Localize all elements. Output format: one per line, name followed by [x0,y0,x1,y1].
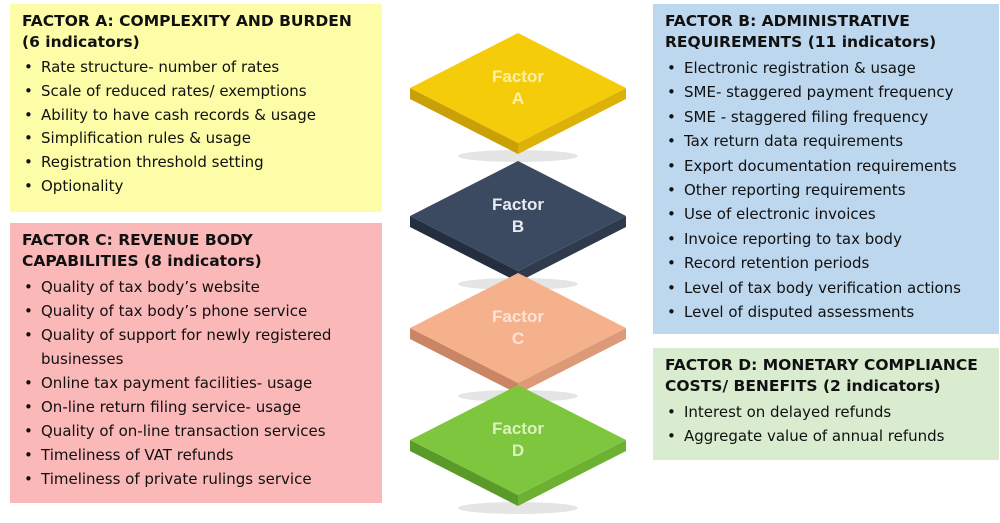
list-item: Aggregate value of annual refunds [665,424,989,449]
factor-a-box: FACTOR A: COMPLEXITY AND BURDEN (6 indic… [10,4,382,212]
factor-c-list: Quality of tax body’s website Quality of… [22,275,372,491]
layer-shadow [458,150,578,162]
factor-b-box: FACTOR B: ADMINISTRATIVE REQUIREMENTS (1… [653,4,999,334]
layer-side-left [410,88,518,154]
list-item: Ability to have cash records & usage [22,104,372,128]
layer-label: Factor [492,419,544,438]
list-item: On-line return filing service- usage [22,395,372,419]
list-item: Rate structure- number of rates [22,56,372,80]
layer-side-left [410,328,518,394]
layer-shadow [458,502,578,514]
list-item: Registration threshold setting [22,151,372,175]
layer-label: Factor [492,307,544,326]
list-item: Scale of reduced rates/ exemptions [22,80,372,104]
layer-top-face [410,385,626,495]
factor-b-list: Electronic registration & usage SME- sta… [665,56,989,325]
list-item: Online tax payment facilities- usage [22,371,372,395]
factor-c-title: FACTOR C: REVENUE BODY CAPABILITIES (8 i… [22,231,262,270]
list-item: Other reporting requirements [665,178,989,203]
factor-c-box: FACTOR C: REVENUE BODY CAPABILITIES (8 i… [10,223,382,503]
list-item: Export documentation requirements [665,154,989,179]
factor-b-title: FACTOR B: ADMINISTRATIVE REQUIREMENTS (1… [665,12,937,51]
list-item: Use of electronic invoices [665,202,989,227]
layer-top-face [410,161,626,271]
list-item: Electronic registration & usage [665,56,989,81]
list-item: Timeliness of private rulings service [22,467,372,491]
list-item: Quality of support for newly registered … [22,323,372,371]
list-item: Invoice reporting to tax body [665,227,989,252]
layer-letter: C [512,329,524,348]
layer-top-face [410,273,626,383]
list-item: Quality of on-line transaction services [22,419,372,443]
layer-side-right [518,216,626,282]
list-item: SME - staggered filing frequency [665,105,989,130]
list-item: Level of disputed assessments [665,300,989,325]
list-item: Timeliness of VAT refunds [22,443,372,467]
list-item: Simplification rules & usage [22,127,372,151]
layer-side-right [518,328,626,394]
layer-letter: A [512,89,524,108]
factor-d-title: FACTOR D: MONETARY COMPLIANCE COSTS/ BEN… [665,356,978,395]
layer-letter: D [512,441,524,460]
layer-side-left [410,440,518,506]
layer-letter: B [512,217,524,236]
list-item: SME- staggered payment frequency [665,80,989,105]
layer-label: Factor [492,67,544,86]
layer-side-right [518,88,626,154]
factor-a-title: FACTOR A: COMPLEXITY AND BURDEN (6 indic… [22,12,352,51]
layer-top-face [410,33,626,143]
list-item: Interest on delayed refunds [665,400,989,425]
factor-d-list: Interest on delayed refunds Aggregate va… [665,400,989,449]
factor-d-box: FACTOR D: MONETARY COMPLIANCE COSTS/ BEN… [653,348,999,460]
list-item: Optionality [22,175,372,199]
list-item: Record retention periods [665,251,989,276]
layer-side-right [518,440,626,506]
layer-side-left [410,216,518,282]
layer-label: Factor [492,195,544,214]
list-item: Tax return data requirements [665,129,989,154]
list-item: Quality of tax body’s phone service [22,299,372,323]
list-item: Quality of tax body’s website [22,275,372,299]
factor-a-list: Rate structure- number of rates Scale of… [22,56,372,199]
list-item: Level of tax body verification actions [665,276,989,301]
